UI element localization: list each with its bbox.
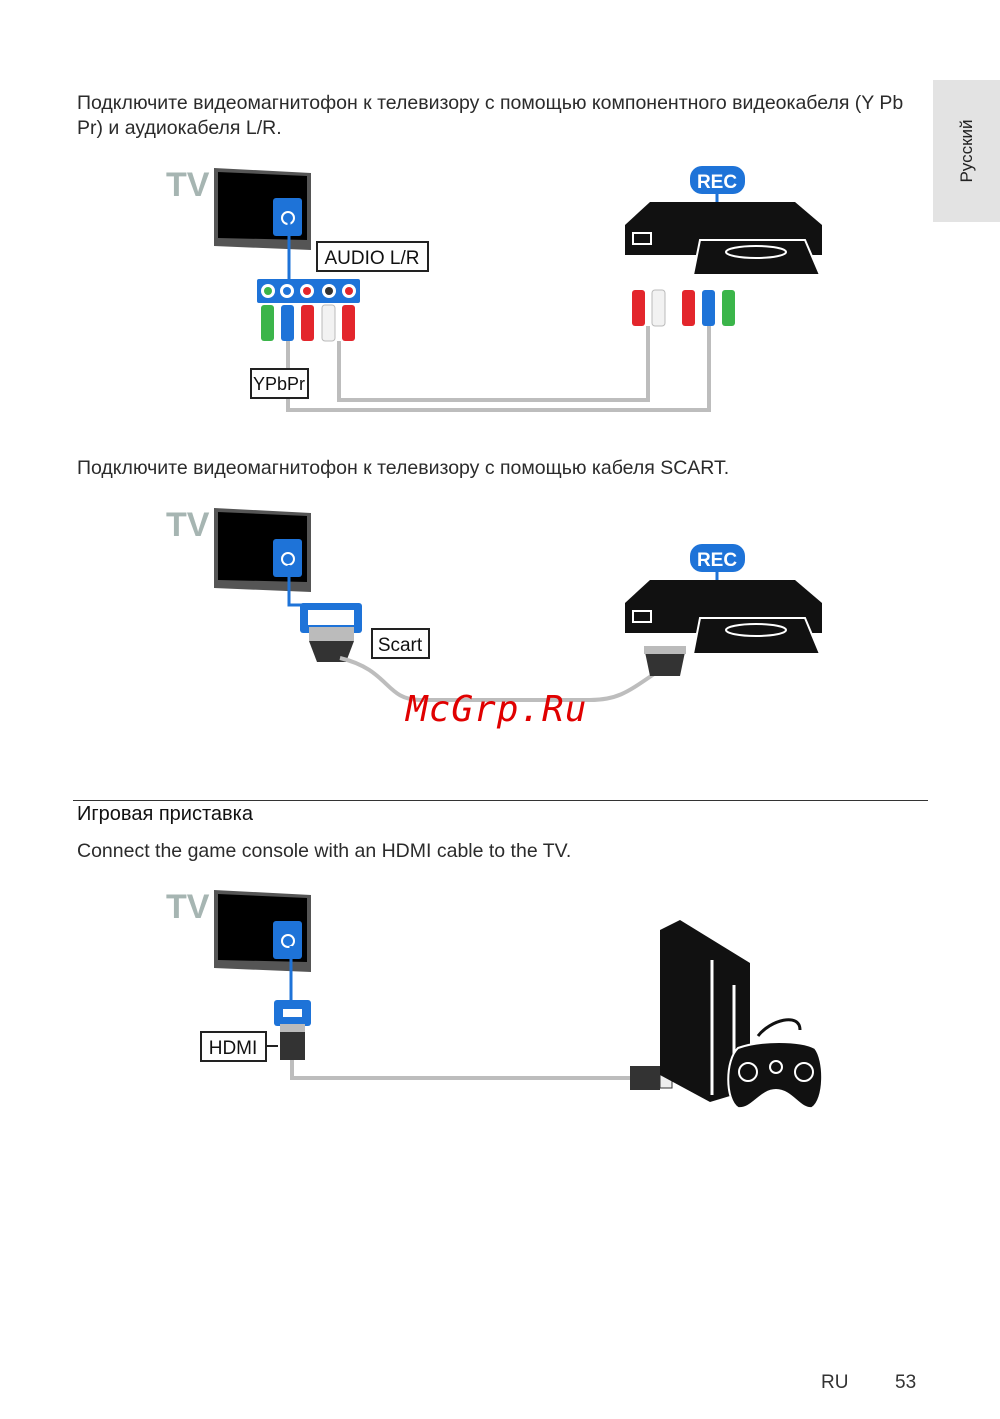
rec-badge: REC — [690, 544, 745, 572]
paragraph-hdmi-cable: Connect the game console with an HDMI ca… — [77, 840, 572, 862]
hdmi-plug-tv-icon — [280, 1024, 305, 1060]
rca-plugs-tv-icon — [261, 304, 355, 342]
section-divider — [73, 800, 928, 801]
audio-label-box: AUDIO L/R — [316, 241, 429, 272]
tv-label: TV — [166, 506, 210, 544]
rec-label: REC — [697, 172, 737, 193]
scart-label: Scart — [378, 635, 423, 656]
language-tab: Русский — [933, 80, 1000, 222]
footer-language: RU — [821, 1372, 849, 1393]
hdmi-connection-diagram: TV HDMI — [166, 888, 824, 1110]
rec-label: REC — [697, 550, 737, 571]
tv-icon — [214, 890, 311, 972]
vcr-icon — [625, 202, 822, 276]
scart-cable — [339, 656, 662, 702]
rca-plugs-vcr-icon — [632, 289, 735, 327]
audio-label: AUDIO L/R — [324, 248, 419, 269]
tv-label: TV — [166, 166, 210, 204]
paragraph-component-cable: Подключите видеомагнитофон к телевизору … — [77, 92, 904, 139]
scart-label-box: Scart — [371, 628, 430, 659]
section-title-game-console: Игровая приставка — [77, 803, 253, 825]
rca-jacks-icon — [261, 284, 356, 298]
scart-connection-diagram: TV Scart REC — [166, 506, 822, 702]
ypbpr-label-box: YPbPr — [250, 368, 309, 399]
scart-plug-tv-icon — [309, 627, 354, 662]
tv-icon — [214, 168, 311, 250]
hdmi-port-icon — [274, 1000, 311, 1026]
hdmi-label-box: HDMI — [200, 1031, 267, 1062]
scart-port-icon — [300, 603, 362, 633]
paragraph-scart-cable: Подключите видеомагнитофон к телевизору … — [77, 457, 730, 479]
watermark: McGrp.Ru — [406, 689, 588, 730]
rec-badge: REC — [690, 166, 745, 194]
page-number: 53 — [895, 1372, 917, 1393]
component-connection-diagram: TV REC AUDIO L/R — [166, 166, 822, 412]
scart-plug-vcr-icon — [644, 646, 686, 676]
hdmi-label: HDMI — [209, 1038, 258, 1059]
ypbpr-label: YPbPr — [253, 374, 305, 394]
tv-label: TV — [166, 888, 210, 926]
tv-icon — [214, 508, 311, 592]
gamepad-icon — [727, 1018, 824, 1110]
hdmi-cable — [290, 1060, 630, 1080]
vcr-icon — [625, 580, 822, 655]
